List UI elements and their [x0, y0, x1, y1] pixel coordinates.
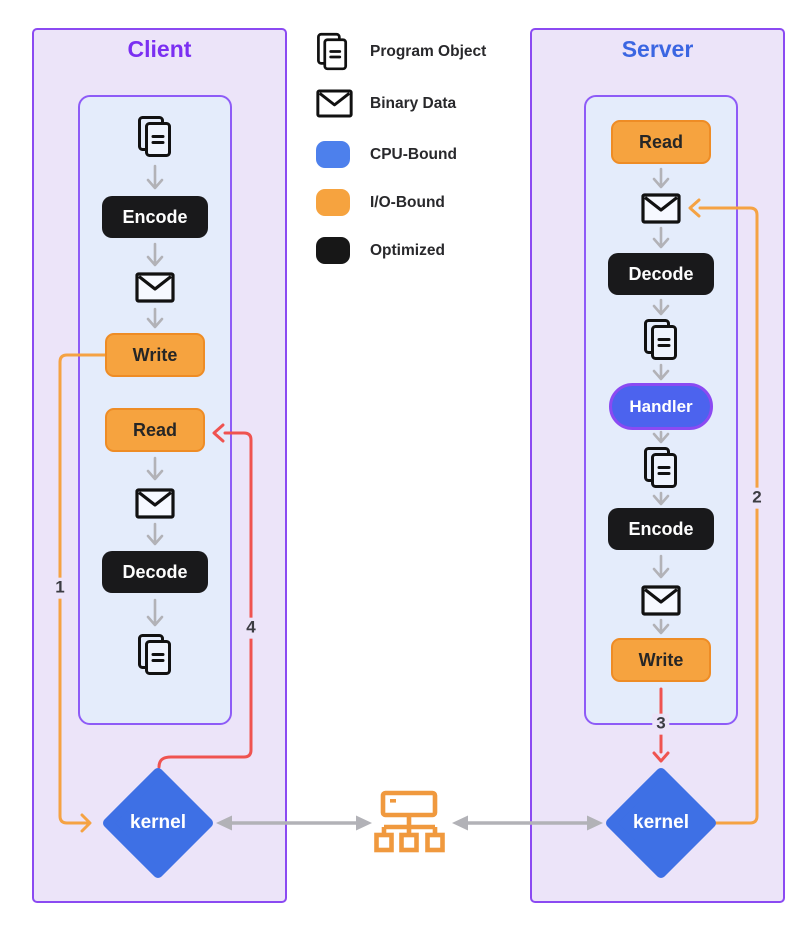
sequence-label-2: 2 — [748, 487, 766, 509]
client-encode-node: Encode — [102, 196, 208, 238]
client-write-node: Write — [105, 333, 205, 377]
server-panel-title: Server — [621, 36, 694, 62]
server-read-node: Read — [611, 120, 711, 164]
legend-item-optimized: Optimized — [316, 237, 445, 264]
server-encode-node: Encode — [608, 508, 714, 550]
server-decode-node: Decode — [608, 253, 714, 295]
program-object-icon — [643, 446, 679, 495]
binary-data-icon — [641, 193, 681, 229]
diamond-shape — [103, 768, 213, 878]
kernel-label: kernel — [130, 812, 186, 833]
program-object-icon — [643, 318, 679, 367]
program-object-icon — [316, 32, 360, 72]
cpu-bound-swatch — [316, 141, 350, 168]
network-icon — [372, 790, 448, 859]
legend-label: I/O-Bound — [370, 193, 445, 211]
server-write-node: Write — [611, 638, 711, 682]
legend-item-io-bound: I/O-Bound — [316, 189, 445, 216]
kernel-label: kernel — [633, 812, 689, 833]
legend-label: Binary Data — [370, 94, 457, 112]
program-object-icon — [137, 633, 173, 682]
sequence-label-3: 3 — [652, 713, 670, 735]
client-panel-title: Client — [127, 36, 192, 62]
sequence-label-1: 1 — [51, 577, 69, 599]
program-object-icon — [137, 115, 173, 164]
binary-data-icon — [135, 272, 175, 308]
legend-label: Optimized — [370, 241, 445, 259]
binary-data-icon — [641, 585, 681, 621]
legend-item-binary-data: Binary Data — [316, 89, 456, 118]
sequence-label-4: 4 — [242, 617, 260, 639]
server-handler-node: Handler — [609, 383, 713, 430]
legend-item-program-object: Program Object — [316, 32, 486, 72]
client-kernel-node: kernel — [99, 764, 217, 882]
client-decode-node: Decode — [102, 551, 208, 593]
binary-data-icon — [316, 89, 360, 118]
legend-item-cpu-bound: CPU-Bound — [316, 141, 457, 168]
legend-label: Program Object — [370, 43, 487, 60]
optimized-swatch — [316, 237, 350, 264]
binary-data-icon — [135, 488, 175, 524]
legend-label: CPU-Bound — [370, 145, 457, 163]
server-kernel-node: kernel — [602, 764, 720, 882]
io-bound-swatch — [316, 189, 350, 216]
client-read-node: Read — [105, 408, 205, 452]
diamond-shape — [606, 768, 716, 878]
legend: Program Object Binary Data CPU-Bound I/O… — [316, 28, 536, 278]
